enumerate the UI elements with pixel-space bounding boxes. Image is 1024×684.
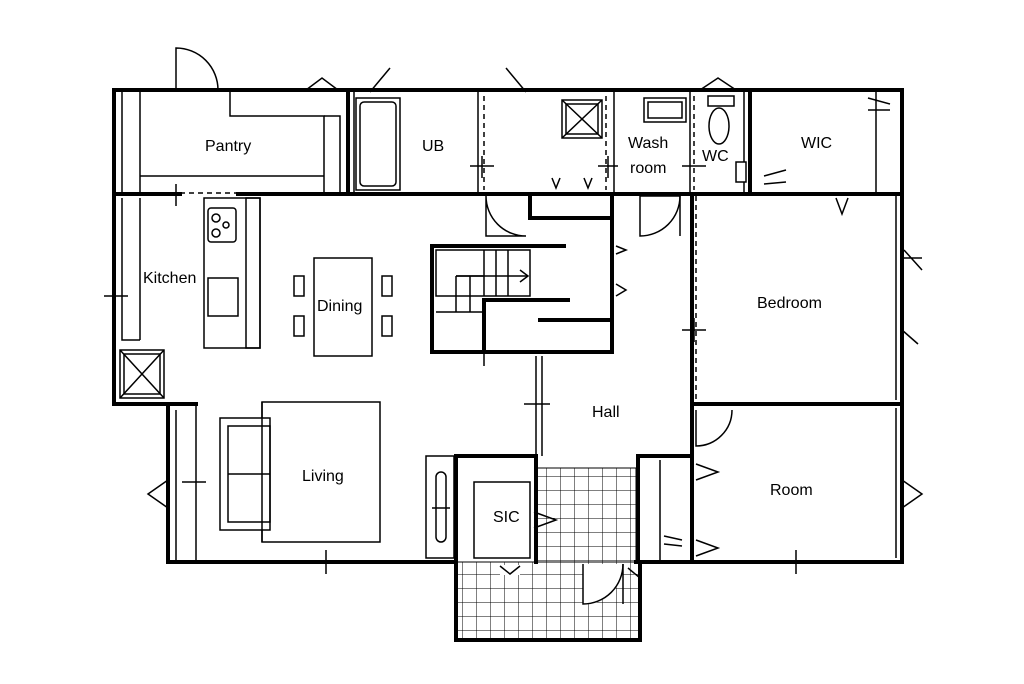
dining-chairs [293, 275, 393, 337]
room-label-dining: Dining [317, 298, 362, 315]
sink-icon [207, 277, 239, 317]
kitchen-counter [203, 197, 261, 349]
dining-table [313, 257, 373, 357]
room-label-kitchen: Kitchen [143, 270, 196, 287]
toilet [707, 95, 747, 183]
room-label-sic: SIC [493, 509, 520, 526]
room-label-wc: WC [702, 148, 729, 165]
bathtub [355, 97, 401, 191]
sic-shelf [473, 481, 531, 559]
rug [261, 401, 381, 543]
pantry-shelves [140, 92, 341, 192]
room-label-bedroom: Bedroom [757, 295, 822, 312]
entry-tile-floor [535, 467, 637, 563]
washing-machine [561, 99, 603, 139]
room-label-wash: Wash [628, 135, 668, 152]
room-label-wic: WIC [801, 135, 832, 152]
staircase [435, 249, 531, 313]
room-label-hall: Hall [592, 404, 620, 421]
thin-partitions [121, 92, 897, 560]
exterior-walls [112, 88, 904, 642]
stove-icon [207, 207, 237, 243]
tv-stand [425, 455, 455, 559]
room-label-living: Living [302, 468, 344, 485]
room-label-room: Room [770, 482, 813, 499]
room-label-pantry: Pantry [205, 138, 251, 155]
room-label-ub: UB [422, 138, 444, 155]
window-markers [104, 67, 924, 579]
doors [175, 47, 733, 605]
fridge-icon [119, 349, 165, 399]
wash-basin [643, 97, 687, 123]
room-label-wash-room: room [630, 160, 666, 177]
